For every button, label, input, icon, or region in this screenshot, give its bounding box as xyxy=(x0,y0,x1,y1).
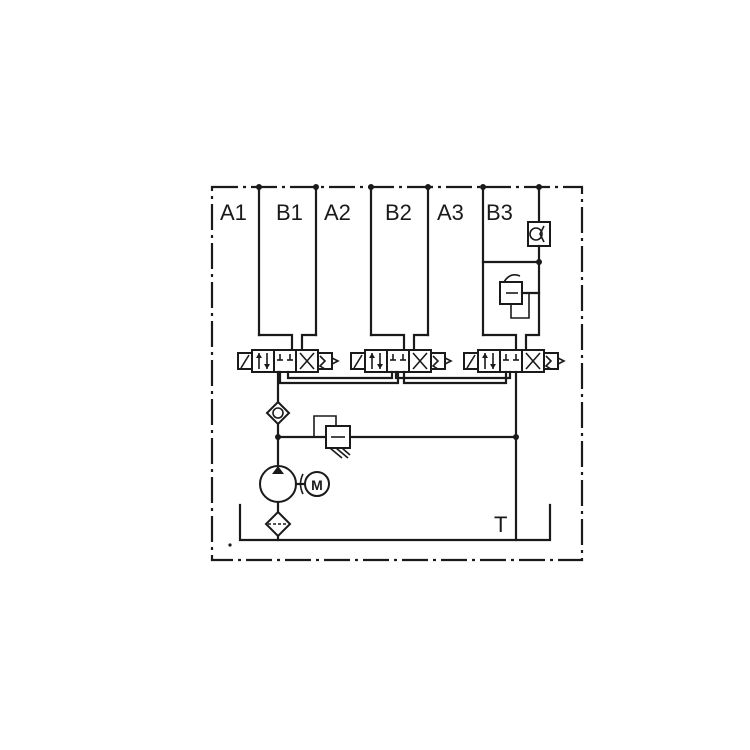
enclosure-boundary xyxy=(210,185,584,562)
b3-relief-valve xyxy=(481,259,542,352)
b3-check-valve xyxy=(527,221,551,264)
directional-valves xyxy=(237,349,566,373)
tank xyxy=(238,503,552,542)
directional-valve xyxy=(463,349,566,373)
main-relief-valve xyxy=(275,415,519,459)
port-label-a1: A1 xyxy=(220,200,247,225)
port-label-a3: A3 xyxy=(437,200,464,225)
svg-text:M: M xyxy=(311,477,323,493)
port-label-b2: B2 xyxy=(385,200,412,225)
port-label-a2: A2 xyxy=(324,200,351,225)
directional-valve xyxy=(237,349,340,373)
suction-filter xyxy=(264,500,292,542)
pump xyxy=(259,465,306,503)
tank-label: T xyxy=(494,512,508,537)
pressure-check-valve xyxy=(265,370,291,468)
port-label-b1: B1 xyxy=(276,200,303,225)
directional-valve xyxy=(350,349,453,373)
motor: M xyxy=(304,471,330,497)
manifold-lines xyxy=(278,370,518,542)
port-label-b3: B3 xyxy=(486,200,513,225)
